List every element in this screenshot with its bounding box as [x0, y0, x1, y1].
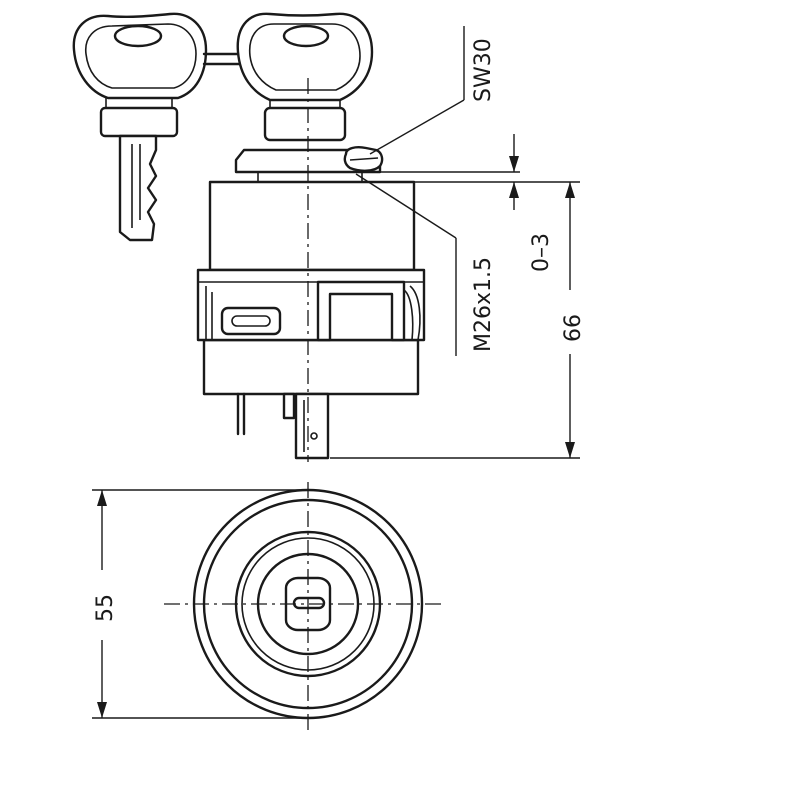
- label-thread-size: M26x1.5: [471, 257, 496, 352]
- terminal-pins: [236, 392, 330, 460]
- spare-key: [72, 12, 208, 242]
- leader-sw30: SW30: [369, 26, 496, 155]
- dim-diameter: 55: [92, 489, 300, 719]
- bezel-nut: [234, 146, 410, 183]
- dim-adjust-range: 0–3: [380, 134, 580, 272]
- dim-height: 66: [330, 182, 586, 459]
- label-height: 66: [561, 314, 586, 342]
- leader-thread: M26x1.5: [355, 173, 496, 356]
- label-adjust-range: 0–3: [529, 233, 554, 272]
- label-diameter: 55: [93, 594, 118, 622]
- inserted-key: [236, 12, 374, 142]
- label-sw30: SW30: [471, 38, 496, 102]
- switch-housing: [196, 180, 426, 396]
